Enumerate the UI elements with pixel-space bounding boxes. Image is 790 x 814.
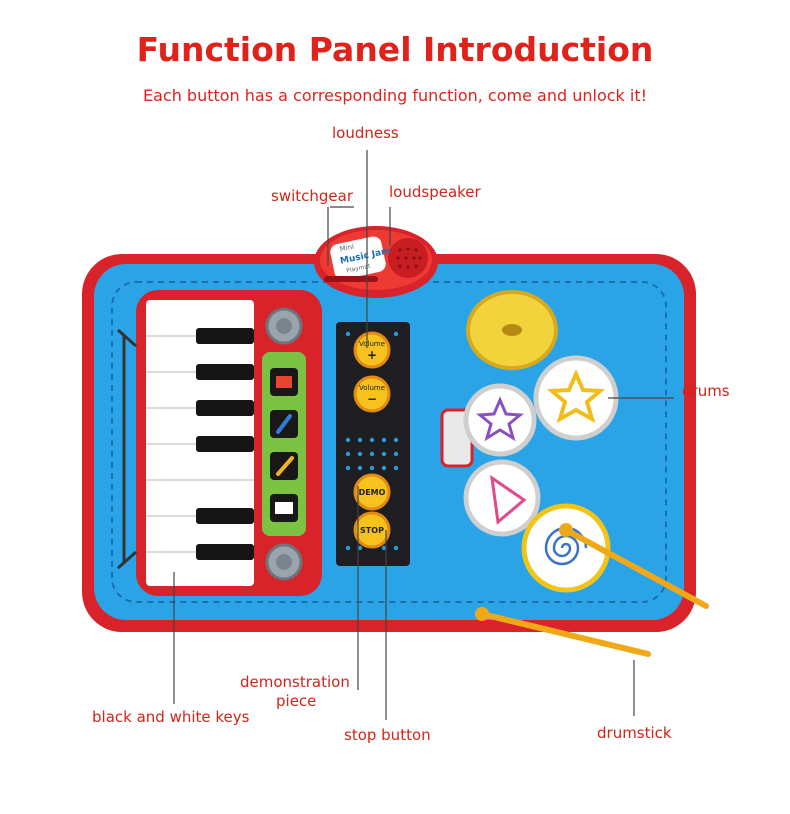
black-keys <box>196 328 254 560</box>
panel-dots <box>345 331 399 551</box>
volume-down-text: Volume <box>359 384 385 392</box>
stop-button <box>353 511 391 549</box>
instrument-panel <box>262 352 306 536</box>
label-demonstration-1: demonstration <box>240 673 350 691</box>
label-demonstration-2: piece <box>276 692 317 710</box>
volume-up-button <box>353 331 391 369</box>
brand-line1: Mini <box>339 243 355 254</box>
loudspeaker-grille <box>388 238 428 278</box>
volume-up-sign: + <box>367 348 377 362</box>
label-keys: black and white keys <box>92 708 250 726</box>
label-switchgear: switchgear <box>271 187 353 205</box>
label-stop: stop button <box>344 726 431 744</box>
volume-down-button <box>353 375 391 413</box>
speaker-unit <box>314 226 438 298</box>
drum-pink-triangle <box>463 459 541 537</box>
demo-text: DEMO <box>359 488 386 497</box>
demo-button <box>353 473 391 511</box>
volume-up-text: Volume <box>359 340 385 348</box>
label-loudspeaker: loudspeaker <box>389 183 481 201</box>
stop-text: STOP <box>360 526 384 535</box>
label-loudness: loudness <box>332 124 399 142</box>
label-drumstick: drumstick <box>597 724 672 742</box>
control-panel <box>336 322 410 566</box>
power-switch <box>324 276 378 282</box>
drum-blue-spiral <box>521 503 611 593</box>
label-drums: drums <box>682 382 730 400</box>
leader-lines <box>173 150 674 720</box>
drum-kit <box>440 290 619 593</box>
page-title: Function Panel Introduction <box>136 30 654 69</box>
page-subtitle: Each button has a corresponding function… <box>142 86 648 105</box>
drumsticks <box>475 523 709 657</box>
volume-down-sign: − <box>367 392 377 406</box>
drum-purple-star <box>463 383 537 457</box>
piano <box>117 290 322 596</box>
